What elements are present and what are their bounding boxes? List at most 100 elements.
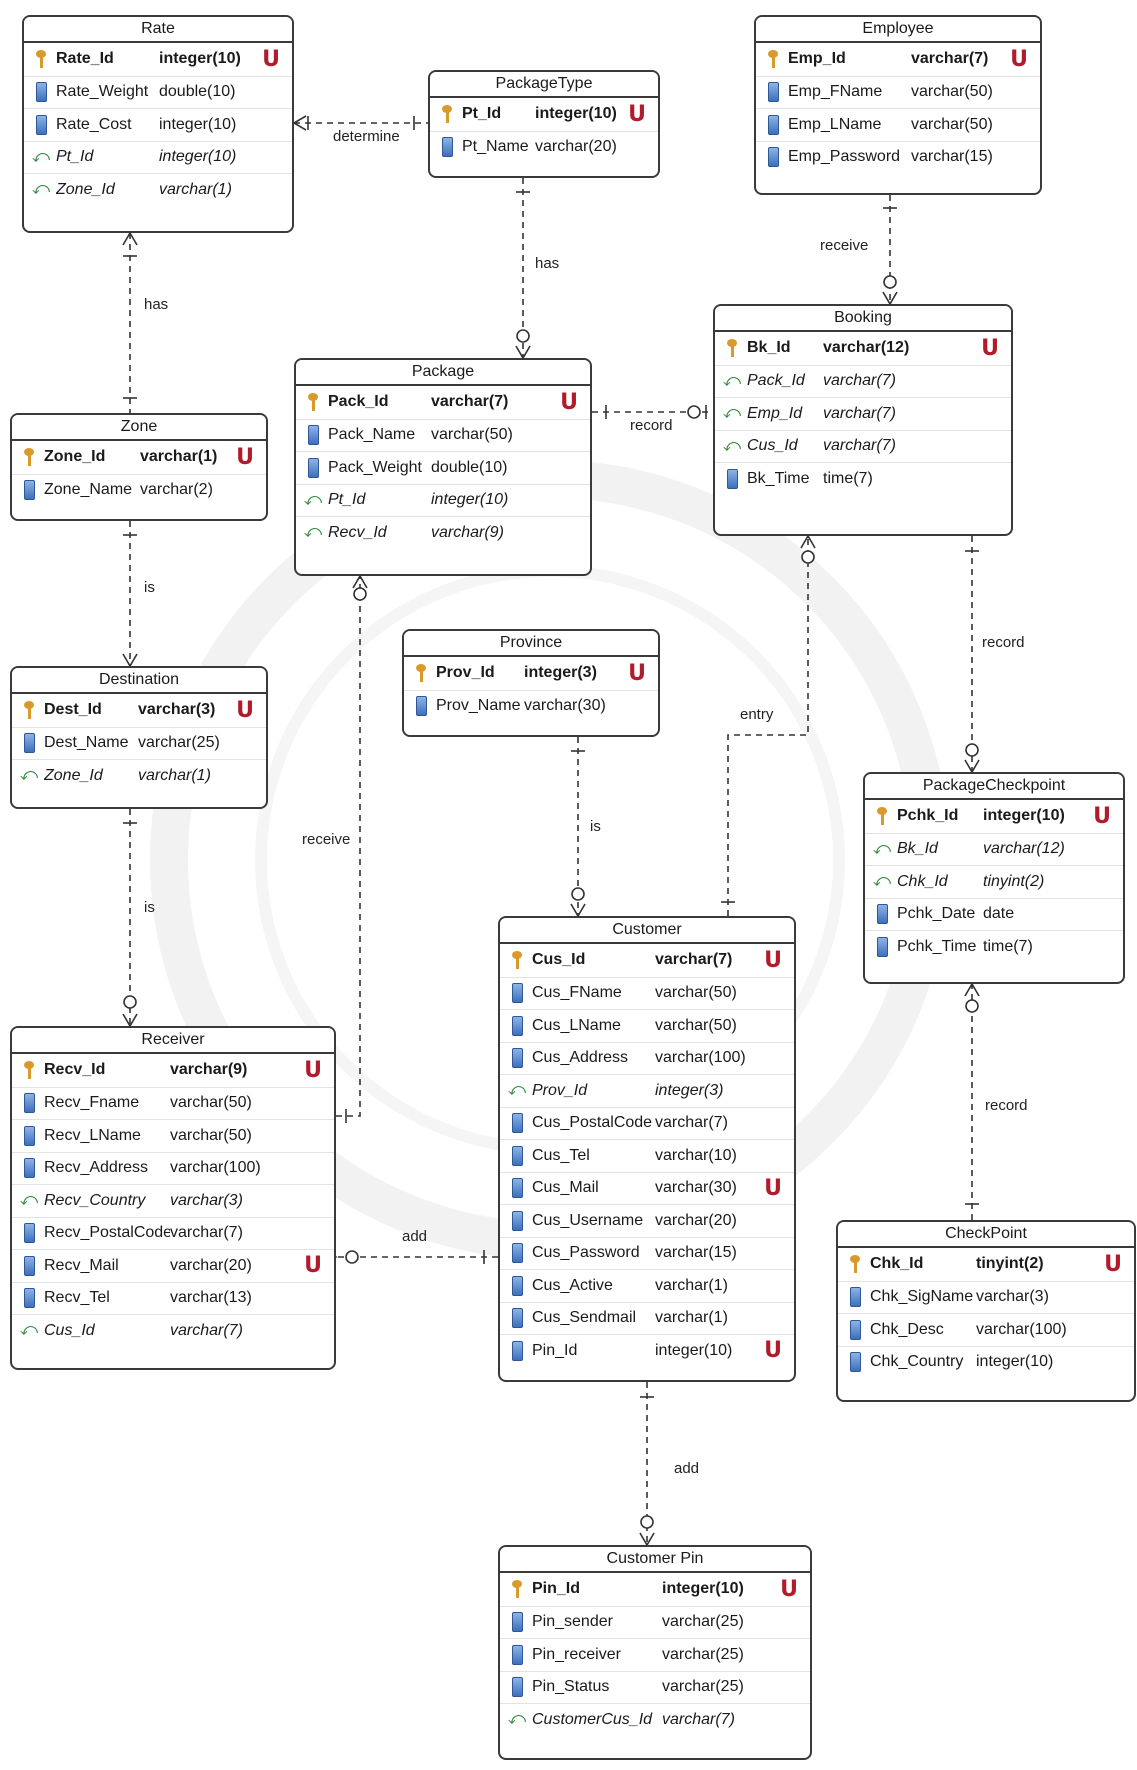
zero-marker	[687, 405, 701, 419]
column-type: time(7)	[983, 937, 1033, 955]
zero-marker	[640, 1515, 654, 1529]
zero-marker	[571, 887, 585, 901]
column-icon	[20, 1287, 38, 1309]
column-icon	[873, 903, 891, 925]
crowfoot-marker	[292, 115, 307, 131]
column-type: varchar(50)	[911, 83, 993, 101]
column-name: Bk_Time	[747, 469, 810, 487]
foreign-key-arrow-icon: ⤺	[507, 1080, 527, 1101]
column-name: Cus_Password	[532, 1244, 640, 1262]
unique-constraint-icon: U	[236, 444, 254, 470]
column-icon	[32, 114, 50, 136]
column-type: varchar(50)	[431, 426, 513, 444]
unique-constraint-icon: U	[236, 697, 254, 723]
column-icon	[20, 1092, 38, 1114]
relationship-label-record: record	[985, 1097, 1028, 1114]
column-type: varchar(12)	[823, 339, 910, 357]
column-type: integer(10)	[655, 1341, 733, 1359]
unique-constraint-icon: U	[981, 335, 999, 361]
column-name: Pin_Id	[532, 1341, 578, 1359]
column-name: Pchk_Date	[897, 905, 976, 923]
